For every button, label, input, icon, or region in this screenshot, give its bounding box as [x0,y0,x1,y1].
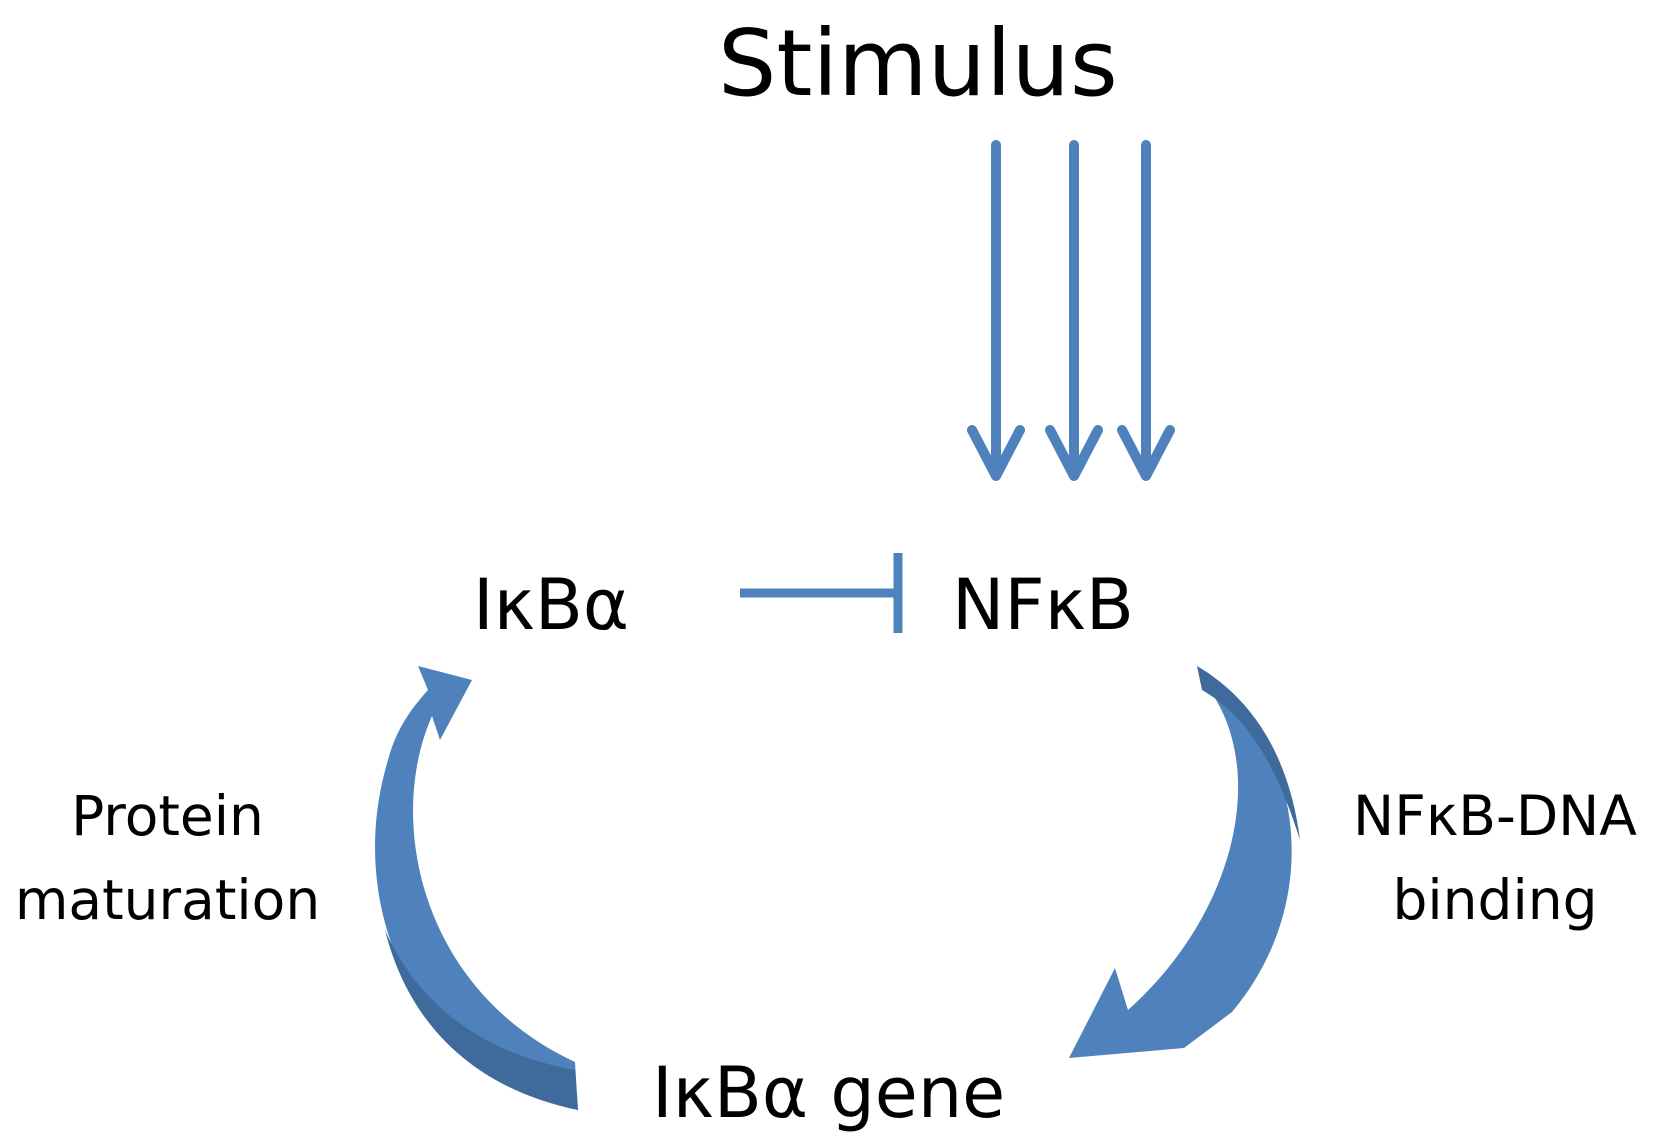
stimulus-arrows [967,140,1175,481]
nfkb-label: NFκB [952,564,1134,646]
ikba-gene-label: IκBα gene [652,1052,1006,1134]
protein-maturation-line-1: Protein [71,784,264,848]
ikba-label: IκBα [473,564,630,646]
nfkb-dna-binding-label: NFκB-DNA binding [1330,775,1660,942]
nfkb-dna-binding-arrow [1069,666,1300,1058]
stimulus-label: Stimulus [718,10,1118,117]
stimulus-arrow-2 [1045,140,1103,481]
nfkb-dna-binding-line-1: NFκB-DNA [1353,784,1637,848]
nfkb-dna-binding-line-2: binding [1392,867,1598,932]
stimulus-arrow-1 [967,140,1025,481]
protein-maturation-line-2: maturation [14,867,321,932]
protein-maturation-arrow [375,666,578,1110]
protein-maturation-label: Protein maturation [0,775,335,942]
inhibition-edge [740,553,903,633]
stimulus-arrow-3 [1117,140,1175,481]
